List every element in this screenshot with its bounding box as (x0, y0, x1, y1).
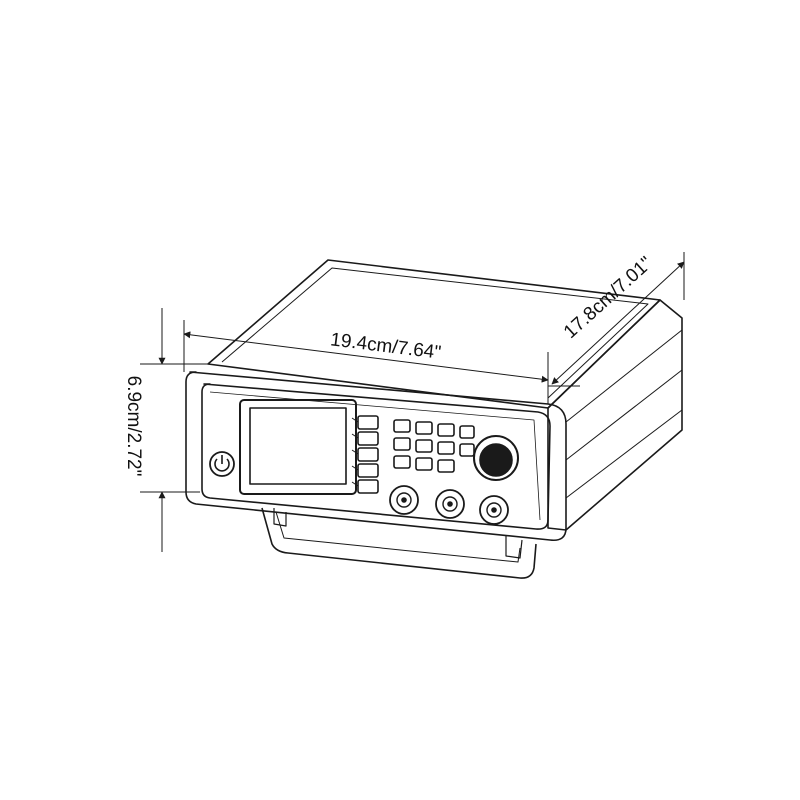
softkey-5[interactable] (357, 479, 379, 494)
output-connector-3[interactable] (479, 495, 509, 525)
keypad-button[interactable] (393, 455, 411, 469)
keypad-button[interactable] (459, 425, 475, 439)
main-rotary-knob[interactable] (473, 435, 519, 481)
keypad-button[interactable] (393, 437, 411, 451)
keypad-button[interactable] (415, 421, 433, 435)
keypad-button[interactable] (415, 439, 433, 453)
keypad-button[interactable] (437, 423, 455, 437)
power-icon (214, 455, 230, 472)
keypad-button[interactable] (459, 443, 475, 457)
lcd-screen (249, 407, 347, 485)
softkey-1[interactable] (357, 415, 379, 430)
device-top-face (207, 259, 661, 409)
output-connector-2[interactable] (435, 489, 465, 519)
power-button[interactable] (209, 451, 235, 477)
keypad-button[interactable] (437, 459, 455, 473)
side-softkeys (351, 415, 379, 494)
softkey-2[interactable] (357, 431, 379, 446)
keypad (393, 419, 475, 473)
device-front-panel (201, 383, 551, 530)
keypad-button[interactable] (437, 441, 455, 455)
height-dimension (140, 308, 208, 552)
keypad-button[interactable] (415, 457, 433, 471)
device-stand (261, 507, 537, 579)
output-connector-1[interactable] (389, 485, 419, 515)
keypad-button[interactable] (393, 419, 411, 433)
lcd-screen-frame (239, 399, 357, 495)
depth-dimension (548, 252, 685, 387)
width-dimension (183, 320, 549, 404)
height-label: 6.9cm/2.72" (123, 376, 144, 477)
softkey-4[interactable] (357, 463, 379, 478)
softkey-3[interactable] (357, 447, 379, 462)
width-label: 19.4cm/7.64" (329, 329, 442, 363)
